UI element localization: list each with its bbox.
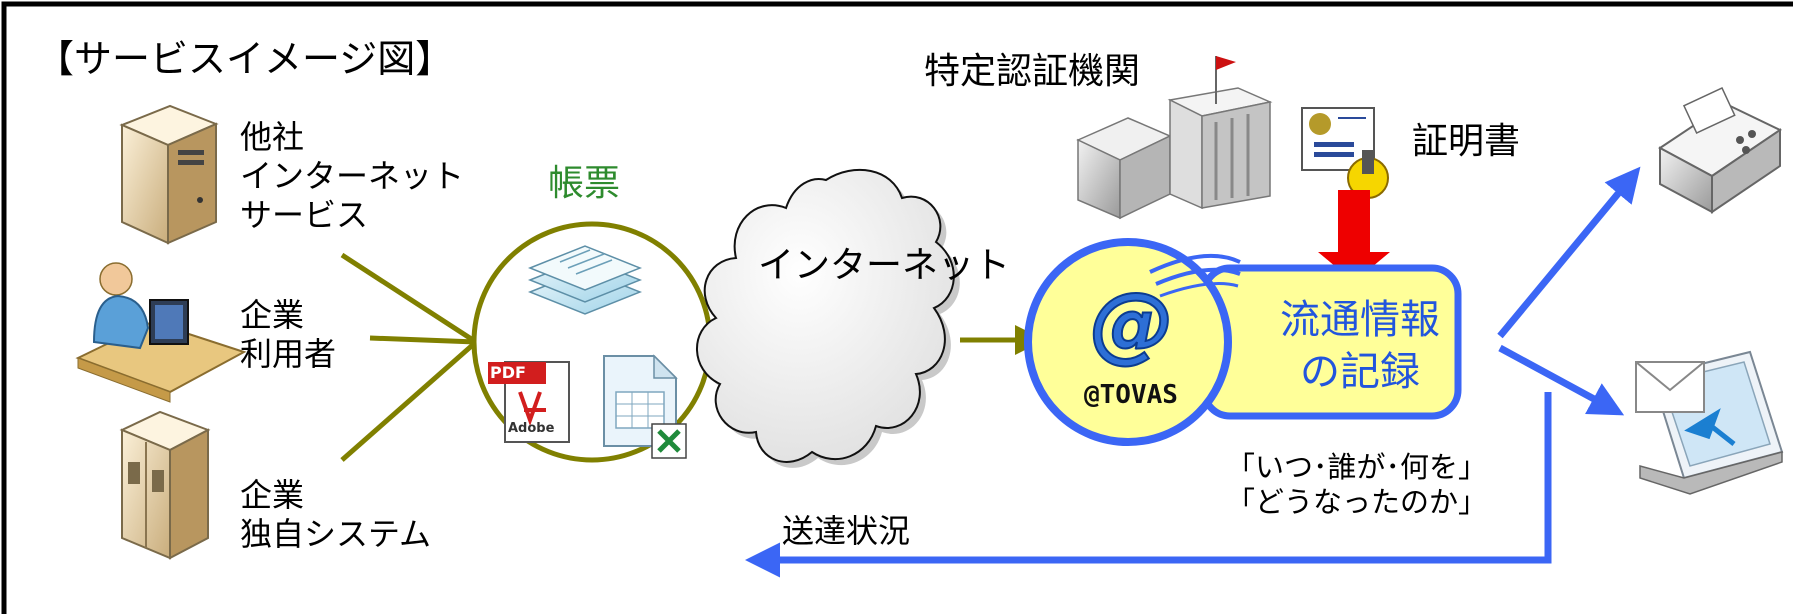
- adobe-mark-text: Adobe: [508, 421, 555, 436]
- tovas-circle: [1024, 238, 1232, 446]
- record-label-line: の記録: [1300, 349, 1420, 395]
- pdf-badge-text: PDF: [490, 363, 526, 382]
- flow-line-services: [340, 252, 478, 345]
- source-label-line: 利用者: [240, 335, 337, 374]
- source-label-line: 他社: [240, 118, 305, 156]
- flow-line-users: [369, 335, 477, 345]
- email-laptop-icon: [1635, 350, 1784, 495]
- spreadsheet-file-icon: [603, 354, 678, 447]
- record-note-line: 「どうなったのか」: [1226, 485, 1488, 520]
- tovas-logo-text: @TOVAS: [1084, 380, 1178, 410]
- internet-label: インターネット: [758, 245, 1011, 286]
- record-label: 流通情報 の記録: [1270, 294, 1450, 398]
- source-label-line: 企業: [240, 476, 305, 514]
- arrow-to-email: [1498, 344, 1625, 416]
- source-label-users: 企業 利用者: [240, 296, 336, 374]
- record-note: 「いつ･誰が･何を」 「どうなったのか」: [1226, 450, 1487, 521]
- certificate-icon: [1301, 107, 1389, 199]
- excel-icon: [651, 423, 687, 459]
- diagram-title: 【サービスイメージ図】: [36, 37, 454, 81]
- status-label: 送達状況: [782, 512, 911, 550]
- authority-building-icon: [1076, 56, 1273, 220]
- record-label-line: 流通情報: [1280, 297, 1440, 343]
- source-label-services: 他社 インターネット サービス: [240, 118, 464, 235]
- tower-server-icon: [119, 104, 219, 245]
- at-mark-logo-icon: @: [1089, 253, 1241, 373]
- status-return-arrow: [745, 392, 1552, 578]
- source-label-line: 独自システム: [240, 515, 432, 554]
- cabinet-server-icon: [119, 410, 211, 560]
- certificate-arrow-down: [1318, 190, 1390, 282]
- flow-line-systems: [340, 340, 478, 462]
- svg-text:@: @: [1090, 274, 1174, 372]
- source-label-line: サービス: [240, 196, 369, 235]
- output-arrows: [745, 166, 1641, 578]
- source-label-line: 企業: [240, 296, 305, 334]
- internet-cloud-icon: [696, 168, 960, 468]
- arrow-to-fax: [1497, 166, 1641, 339]
- source-label-line: インターネット: [240, 157, 465, 196]
- stacked-documents-icon: [527, 245, 643, 315]
- certificate-label: 証明書: [1412, 121, 1521, 162]
- pdf-file-icon: [488, 361, 570, 443]
- source-label-systems: 企業 独自システム: [240, 476, 431, 554]
- authority-label: 特定認証機関: [924, 51, 1141, 92]
- record-note-line: 「いつ･誰が･何を」: [1226, 450, 1488, 484]
- fax-machine-icon: [1658, 87, 1783, 214]
- user-at-desk-icon: [75, 262, 247, 403]
- forms-label: 帳票: [548, 163, 621, 204]
